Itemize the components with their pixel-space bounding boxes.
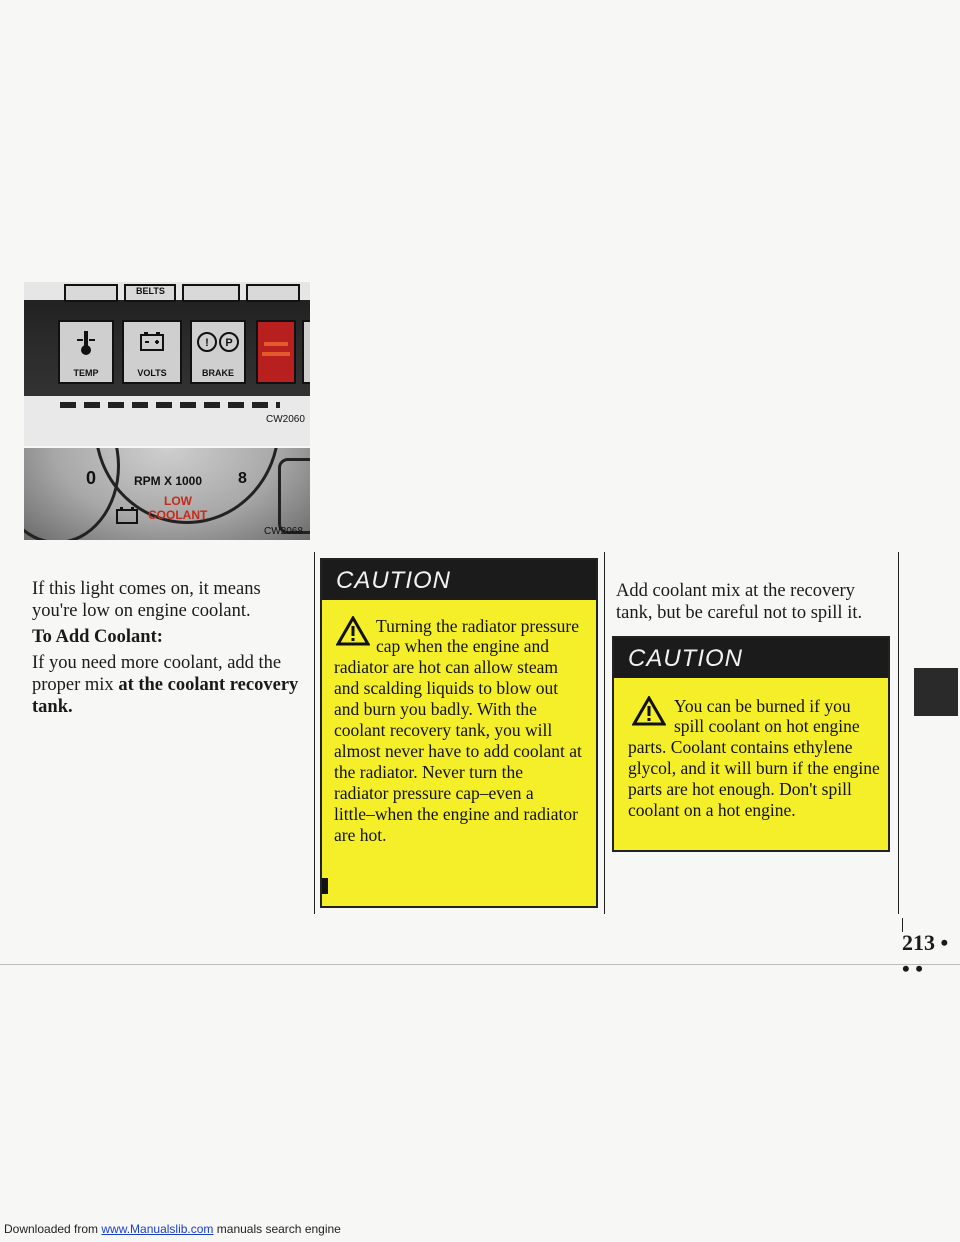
tile-blank-2	[246, 284, 300, 302]
footer-prefix: Downloaded from	[4, 1222, 102, 1236]
page-number: 213 • • •	[902, 930, 949, 981]
battery-icon	[140, 332, 164, 351]
caution-line-2: cap when the engine and	[376, 636, 549, 656]
add-coolant-paragraph: If you need more coolant, add the proper…	[32, 652, 300, 718]
brake-label: BRAKE	[201, 368, 234, 378]
footer-suffix: manuals search engine	[213, 1222, 341, 1236]
caution-line-3: radiator are hot can allow steam	[334, 657, 558, 677]
svg-text:!: !	[205, 337, 209, 349]
intro-paragraph: If this light comes on, it means you're …	[32, 579, 261, 621]
low-coolant-light-lit	[256, 320, 296, 384]
svg-text:P: P	[225, 337, 232, 349]
tile-edge	[302, 320, 310, 384]
caution-title: CAUTION	[336, 567, 451, 594]
tile-partial	[64, 284, 118, 302]
warning-lights-figure: BELTS TEMP VOLTS ! P BRAKE CW2060	[24, 282, 310, 446]
rpm-label: RPM X 1000	[134, 474, 203, 488]
temperature-icon	[77, 331, 95, 355]
coolant-label: COOLANT	[148, 508, 208, 522]
caution-line-11: are hot.	[334, 825, 387, 845]
caution-line-6: coolant recovery tank, you will	[334, 720, 553, 740]
caution-line-7: almost never have to add coolant at	[334, 741, 582, 761]
caution-line-3: parts. Coolant contains ethylene	[628, 737, 853, 757]
temp-tile: TEMP	[58, 320, 114, 384]
dial-right-number: 8	[238, 470, 247, 487]
dash-segments	[60, 402, 280, 408]
gauge-right-ring	[278, 458, 310, 534]
warning-triangle-icon	[336, 616, 370, 646]
volts-label: VOLTS	[137, 368, 167, 378]
add-coolant-text: If you need more coolant, add the proper…	[32, 653, 282, 695]
caution-header: CAUTION	[322, 560, 596, 600]
corner-mark	[322, 878, 328, 894]
add-coolant-emphasis: at the coolant recovery tank.	[32, 675, 299, 717]
left-column: If this light comes on, it means you're …	[32, 578, 300, 718]
caution-line-6: coolant on a hot engine.	[628, 800, 796, 820]
temp-label: TEMP	[73, 368, 99, 378]
caution-line-8: the radiator. Never turn the	[334, 762, 524, 782]
right-column: Add coolant mix at the recovery tank, bu…	[616, 580, 886, 624]
brake-tile: ! P BRAKE	[190, 320, 246, 384]
caution-line-10: little–when the engine and radiator	[334, 804, 578, 824]
tile-blank-1	[182, 284, 240, 302]
tachometer-figure: 0 RPM X 1000 8 LOW COOLANT CW2068	[24, 448, 310, 540]
recovery-tank-paragraph: Add coolant mix at the recovery tank, bu…	[616, 581, 863, 623]
caution-title: CAUTION	[628, 645, 743, 672]
column-rule-2	[604, 552, 605, 914]
low-label: LOW	[164, 494, 192, 508]
dial-left-number: 0	[86, 468, 97, 488]
brake-icon: ! P	[197, 332, 239, 352]
caution-box-radiator: CAUTION Turning the radiator pressure ca…	[320, 558, 598, 908]
add-coolant-heading: To Add Coolant:	[32, 627, 163, 647]
caution-line-5: parts are hot enough. Don't spill	[628, 779, 852, 799]
figure-code-bottom: CW2068	[264, 526, 303, 537]
caution-line-1: You can be burned if you	[674, 696, 851, 716]
column-rule-3	[898, 552, 899, 914]
manualslib-link[interactable]: www.Manualslib.com	[101, 1222, 214, 1236]
caution-line-9: radiator pressure cap–even a	[334, 783, 534, 803]
battery-icon	[116, 507, 138, 524]
warning-triangle-icon	[632, 696, 666, 726]
belts-tile: BELTS	[124, 284, 176, 302]
download-footer: Downloaded from www.Manualslib.com manua…	[4, 1222, 341, 1236]
page-tick	[902, 918, 903, 932]
caution-box-burn: CAUTION You can be burned if you spill c…	[612, 636, 890, 852]
section-tab-marker	[914, 668, 958, 716]
caution-line-4: glycol, and it will burn if the engine	[628, 758, 880, 778]
caution-header: CAUTION	[614, 638, 888, 678]
caution-line-2: spill coolant on hot engine	[674, 716, 860, 736]
column-rule-1	[314, 552, 315, 914]
belts-label: BELTS	[136, 286, 165, 296]
caution-line-5: and burn you badly. With the	[334, 699, 537, 719]
figure-code-top: CW2060	[266, 414, 305, 425]
caution-line-1: Turning the radiator pressure	[376, 616, 579, 636]
volts-tile: VOLTS	[122, 320, 182, 384]
bottom-rule	[0, 964, 960, 965]
caution-line-4: and scalding liquids to blow out	[334, 678, 559, 698]
